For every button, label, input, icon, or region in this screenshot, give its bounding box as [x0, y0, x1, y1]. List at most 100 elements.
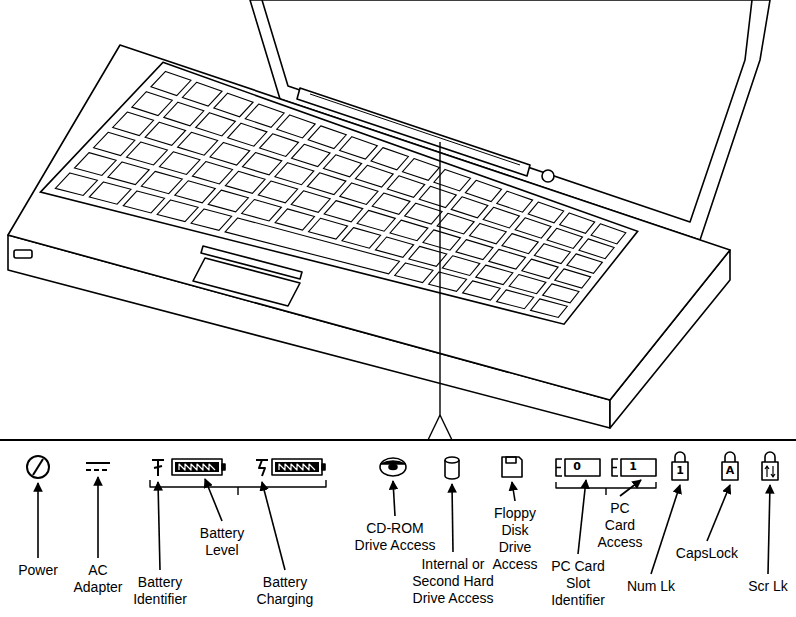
battery-icon [172, 459, 222, 475]
keyboard-key [531, 299, 568, 318]
keyboard-key [591, 224, 626, 244]
lock-icon [672, 462, 688, 480]
lock-icon [675, 452, 685, 462]
laptop-line-art [193, 246, 302, 306]
callout-label: Scr Lk [743, 578, 793, 595]
icon-glyph: 1 [672, 464, 688, 478]
scroll-arrows [765, 466, 775, 477]
keyboard-key [375, 237, 413, 257]
keyboard-key [409, 246, 447, 266]
keyboard-key [405, 203, 442, 224]
callout-label: Internal or Second Hard Drive Access [406, 556, 501, 607]
separator-rule [0, 439, 796, 441]
keyboard-key [275, 163, 314, 185]
keyboard-key [442, 256, 479, 276]
keyboard-key [132, 92, 172, 116]
power-icon [27, 456, 49, 478]
keyboard-key [242, 200, 282, 221]
pc-card-icon [556, 459, 562, 476]
battery-cells [179, 464, 215, 470]
keyboard-key [371, 148, 408, 170]
bracket [556, 482, 656, 495]
keyboard-key [489, 249, 526, 269]
leader-arrow [707, 485, 730, 541]
keyboard-key [502, 234, 538, 254]
keyboard-key [522, 259, 558, 278]
keyboard-key [340, 137, 378, 159]
keyboard-key [308, 126, 346, 149]
lock-icon [762, 462, 778, 480]
keyboard-key [402, 159, 439, 181]
keyboard-well [40, 62, 637, 324]
cdrom-icon [381, 461, 405, 464]
callout-label: Power [8, 562, 68, 579]
keyboard-key [164, 102, 204, 126]
laptop-line-art [38, 477, 770, 574]
leader-arrow [37, 483, 39, 558]
keyboard-key [225, 171, 265, 193]
keyboard-key [291, 191, 330, 212]
keyboard-key [387, 176, 424, 198]
keyboard-key [192, 162, 232, 184]
callout-leader [439, 142, 440, 415]
keyboard-key [470, 223, 507, 243]
keyboard-key [419, 186, 456, 207]
laptop-line-art [8, 45, 730, 428]
keyboard-key [324, 201, 363, 222]
keyboard-key [260, 134, 299, 157]
battery-cells [279, 464, 315, 470]
keyboard-key [175, 181, 216, 203]
cdrom-icon [389, 465, 397, 470]
keyboard-key [437, 213, 474, 234]
battery-id-icon [152, 460, 164, 476]
pc-card-icon [612, 459, 618, 476]
callout-label: PC Card Access [596, 500, 644, 551]
keyboard-key [395, 263, 433, 283]
laptop-line-art [27, 452, 778, 495]
callout-label: CD-ROM Drive Access [350, 520, 440, 554]
keyboard-key [159, 152, 199, 175]
leader-arrow [158, 482, 160, 570]
keyboard-key [555, 269, 591, 288]
keyboard-key [108, 162, 149, 185]
leader-arrow [512, 482, 515, 501]
ac-icon [86, 469, 110, 471]
lid-button [542, 170, 554, 182]
keyboard-key [355, 165, 393, 187]
keyboard-key [509, 275, 546, 294]
keyboard-key [74, 153, 116, 176]
keyboard-key [292, 144, 331, 166]
icon-glyph: A [722, 464, 738, 478]
keyboard-key [528, 202, 563, 223]
floppy-icon [502, 457, 522, 477]
keyboard-key [55, 173, 97, 196]
keyboard-key [228, 123, 267, 146]
keyboard-key [127, 142, 168, 165]
keyboard-key [342, 228, 381, 249]
keyboard-key [242, 153, 281, 175]
base-top [8, 45, 730, 400]
icon-glyph: 0 [569, 460, 585, 474]
cdrom-icon [380, 458, 406, 476]
keyboard-key [113, 112, 154, 136]
battery-icon [322, 464, 325, 470]
side-slot [14, 250, 32, 258]
battery-cells [175, 462, 219, 472]
callout-label: Num Lk [621, 578, 681, 595]
keyboard-key [182, 82, 222, 106]
touchpad [193, 258, 300, 306]
callout-leader [440, 415, 452, 440]
battery-icon [272, 459, 322, 475]
keyboard-key [429, 272, 467, 291]
laptop-line-art [428, 142, 452, 440]
pc-card-icon [621, 459, 656, 476]
keyboard-key [178, 132, 218, 155]
keyboard-key [245, 104, 284, 127]
floppy-icon [506, 457, 516, 463]
keyboard-key [560, 213, 595, 233]
keyboard-key [309, 218, 348, 239]
keyboard-key [214, 93, 253, 117]
keyboard-key [94, 132, 135, 155]
callout-leader [428, 415, 440, 440]
